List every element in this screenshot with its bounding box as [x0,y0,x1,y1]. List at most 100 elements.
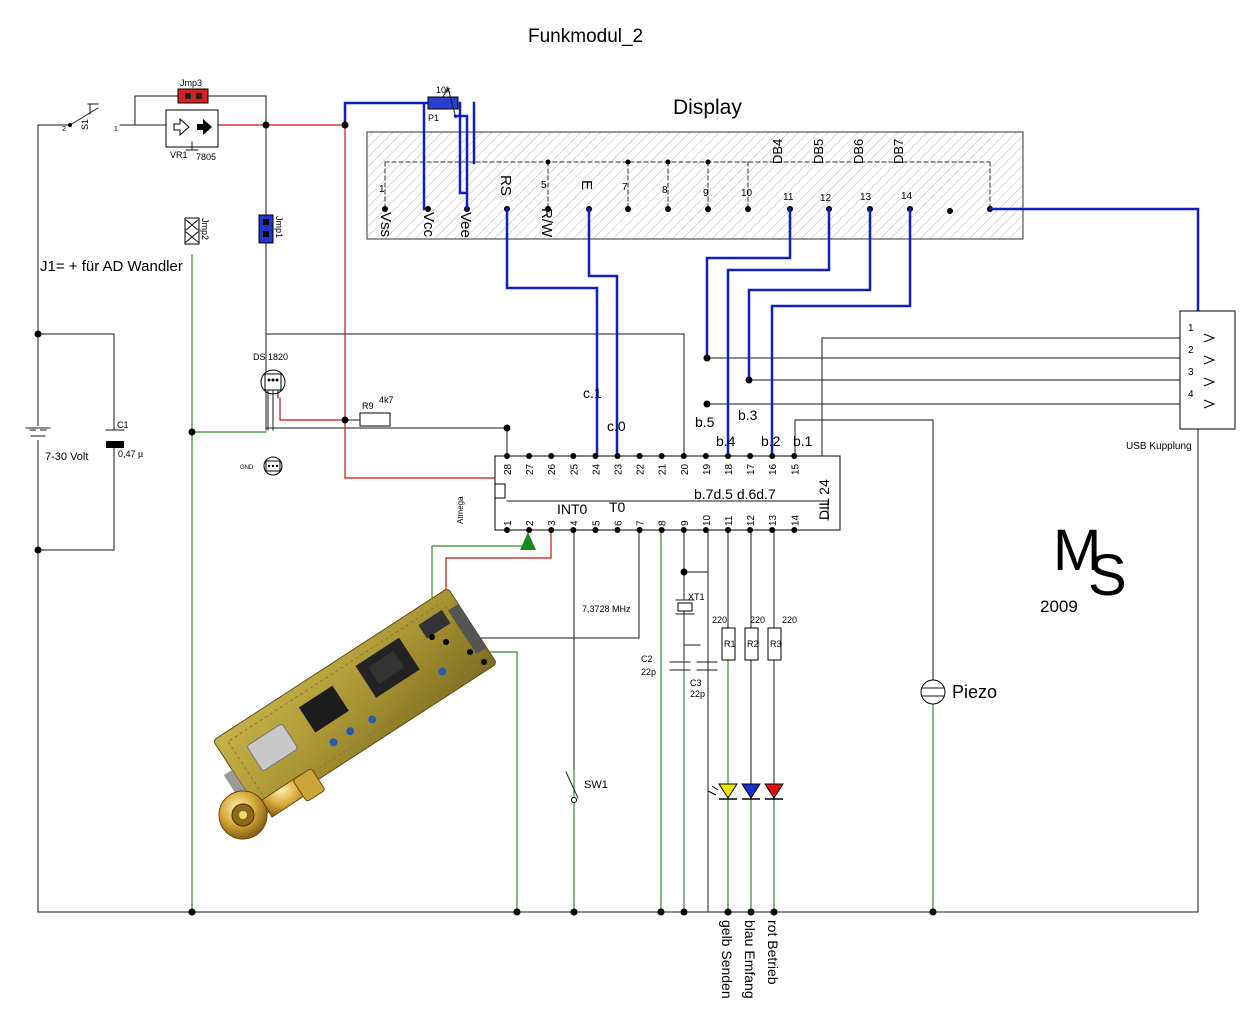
logo-s: S [1088,543,1127,608]
mcu-bottom-pin-dot [702,527,709,533]
e-label: E [578,180,595,190]
mcu-top-pin: 28 [503,463,514,475]
pot-wiper [442,87,457,119]
mcu-top-pin: 19 [702,463,713,475]
display-pin-8: 8 [662,185,668,196]
mcu-bottom-pin-dot [592,527,599,533]
mcu-bottom-pin: 3 [547,520,558,526]
display-pin-12: 12 [820,193,832,204]
mcu-inner-int0: INT0 [557,501,588,517]
vss-label: Vss [377,212,394,237]
mcu-top-pin-dot [747,453,754,459]
led-group [707,783,784,800]
regulator-out-arrow [197,119,212,135]
jumper-jmp1[interactable]: Jmp1 [258,214,284,244]
logo-year: 2009 [1040,597,1078,616]
capacitor-c1: C1 0,47 µ [105,420,143,459]
r9-value: 4k7 [379,395,394,405]
mcu-bottom-pin: 14 [790,514,801,526]
pot-ref: P1 [428,113,439,123]
mcu-top-pin: 16 [768,463,779,475]
mcu-inner-top: b.7d.5 d.6d.7 [694,486,776,502]
mcu-body [494,455,841,531]
mcu-top-pin-dot [592,453,599,459]
port-c0: c.0 [607,418,626,434]
mcu-top-pin-dot [725,453,731,459]
display-pin-7: 7 [622,182,628,193]
led-resistors: R1 R2 R3 220 220 220 [712,615,797,661]
display-pin-14: 14 [901,191,913,202]
mcu-bottom-pin: 6 [614,520,625,526]
jumper-jmp2[interactable]: Jmp2 [184,217,210,245]
pot-value: 10k [436,85,451,95]
db7-label: DB7 [891,139,906,164]
r3-label: R3 [770,639,782,649]
mcu-top-pin: 22 [636,463,647,475]
rw-label: R/W [538,208,555,238]
mcu-top-pin-dot [769,453,776,459]
mcu-inner-t0: T0 [609,499,626,515]
logo-m: M [1053,518,1101,583]
display-pin-1: 1 [379,184,385,195]
xt1-label: XT1 [688,592,705,602]
usb-pin-number: 1 [1188,323,1194,334]
jumper-jmp3[interactable]: Jmp3 [177,78,209,104]
led-label-red: rot Betrieb [765,920,781,985]
mcu-package: DIL 24 [816,479,832,520]
jmp1-body [258,214,274,244]
led-labels: gelb Senden blau Emfang rot Betrieb [719,920,781,999]
battery: 7-30 Volt [25,426,88,463]
mcu-name: Atmega [456,496,465,524]
mcu-bottom-pin-dot [791,527,798,533]
mcu-top-pin: 18 [724,463,735,475]
jmp3-label: Jmp3 [180,78,202,88]
mcu-top-pin-dot [504,453,510,459]
mcu-bottom-pin: 10 [702,514,713,526]
mcu-bottom-pin: 4 [569,520,580,526]
switch-s1[interactable]: S1 2 1 [62,103,118,133]
usb-pin-arrow [1203,355,1216,365]
port-b2: b.2 [761,433,781,449]
mcu-bottom-pin-dot [769,527,776,533]
led-label-yellow: gelb Senden [719,920,735,999]
db5-label: DB5 [811,139,826,164]
mcu-bottom-pin-dot [570,527,577,533]
sw1-label: SW1 [584,779,608,791]
port-c1: c.1 [583,385,602,401]
jmp2-label: Jmp2 [200,218,210,240]
mcu-top-pin-dot [680,453,687,459]
switch-s1-pin2: 2 [62,126,66,133]
usb-pin-arrow [1203,333,1216,343]
mcu-bottom-pin: 7 [636,520,647,526]
blue-display-wiring [343,101,1200,458]
port-b4: b.4 [716,433,736,449]
regulator-vr1: VR1 7805 [165,109,219,162]
mcu-top-pin-dot [614,453,621,459]
c3-value: 22p [690,689,705,699]
mcu-top-pin-dot [526,453,533,459]
db4-label: DB4 [770,139,785,164]
mcu-top-pin: 20 [680,463,691,475]
crystal-frequency: 7,3728 MHz [582,604,631,614]
switch-sw1[interactable]: SW1 [565,771,608,803]
mcu-top-pin: 23 [614,463,625,475]
usb-pin-number: 3 [1188,367,1194,378]
c2-value: 22p [641,667,656,677]
r9-ref: R9 [362,401,374,411]
rs-label: RS [497,175,514,196]
display-label: Display [673,96,742,119]
mcu-top-pin-dot [702,453,709,459]
display-pin-numbers: 1 5 7 8 9 10 11 12 13 14 [379,180,913,204]
junction-dots [34,121,937,916]
usb-pin-arrow [1203,399,1216,409]
mcu-top-pin-dot [548,453,555,459]
usb-pin-arrow [1203,377,1216,387]
battery-label: 7-30 Volt [45,451,88,463]
c3-ref: C3 [690,678,702,688]
mcu-top-pin: 21 [658,463,669,475]
usb-pin-number: 4 [1188,389,1194,400]
r2-label: R2 [747,639,759,649]
mcu-pin-dots [504,453,798,533]
